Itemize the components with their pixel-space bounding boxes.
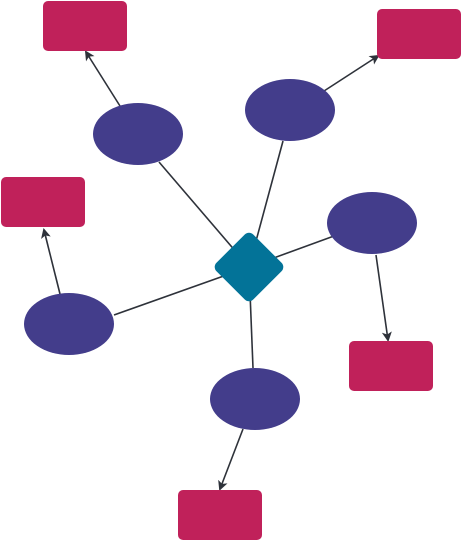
rect-node-3-shape	[1, 177, 85, 227]
arrow-ellipse-4-to-rect-4	[41, 228, 61, 295]
ellipse-node-3[interactable]	[327, 192, 417, 254]
hub-connectors	[113, 140, 335, 369]
ellipse-node-4[interactable]	[24, 293, 114, 355]
rect-node-4-shape	[349, 341, 433, 391]
ellipse-node-2[interactable]	[245, 79, 335, 141]
ellipse-node-5[interactable]	[210, 368, 300, 430]
ellipse-node-3-shape	[327, 192, 417, 254]
rect-node-4[interactable]	[349, 341, 433, 391]
hub-node-shape	[214, 232, 284, 302]
rect-node-1-shape	[43, 1, 127, 51]
rect-node-5-shape	[178, 490, 262, 540]
ellipse-nodes	[24, 79, 417, 430]
arrow-ellipse-1-to-rect-1	[84, 50, 121, 107]
rect-node-3[interactable]	[1, 177, 85, 227]
ellipse-node-1-shape	[93, 103, 183, 165]
arrow-ellipse-3-to-rect-3	[375, 254, 392, 342]
ellipse-node-4-shape	[24, 293, 114, 355]
arrow-ellipse-5-to-rect-5	[218, 428, 244, 491]
hub-node[interactable]	[212, 230, 286, 304]
rect-node-1[interactable]	[43, 1, 127, 51]
rect-node-2[interactable]	[377, 9, 461, 59]
arrow-ellipse-2-to-rect-2	[323, 54, 380, 92]
ellipse-node-2-shape	[245, 79, 335, 141]
ellipse-node-5-shape	[210, 368, 300, 430]
rect-node-5[interactable]	[178, 490, 262, 540]
ellipse-arrows	[41, 50, 392, 491]
rect-node-2-shape	[377, 9, 461, 59]
ellipse-node-1[interactable]	[93, 103, 183, 165]
